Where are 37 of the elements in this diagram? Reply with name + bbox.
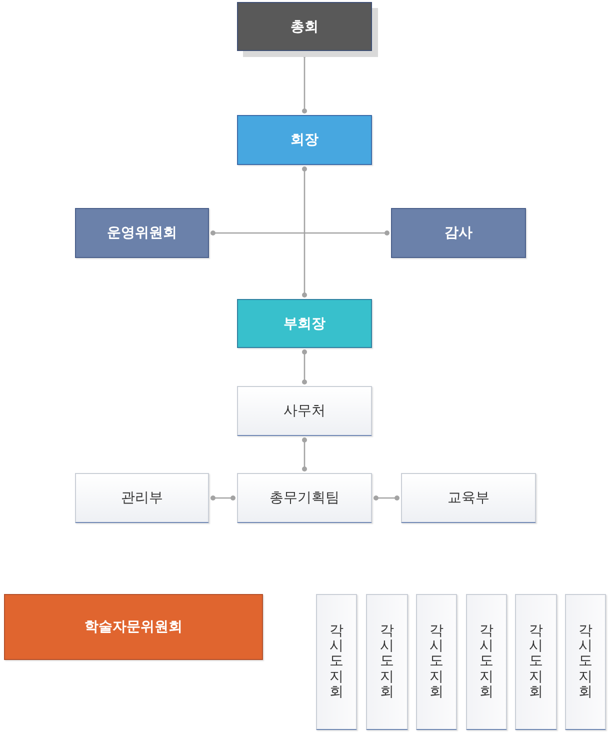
- box-label: 각시도지회: [529, 624, 543, 700]
- box-label: 운영위원회: [107, 224, 177, 242]
- branch-box: [515, 594, 557, 730]
- org-box: [237, 473, 372, 523]
- connector-line: [302, 350, 307, 384]
- org-box: [391, 208, 526, 258]
- connector-line: [374, 496, 400, 500]
- connector-line: [210, 496, 236, 500]
- org-box: [75, 208, 209, 258]
- branch-box: [416, 594, 457, 730]
- box-label: 회장: [290, 131, 318, 149]
- box-label: 총회: [290, 18, 318, 36]
- box-label: 각시도지회: [480, 624, 494, 700]
- branch-box: [316, 594, 357, 730]
- connector-line: [210, 230, 390, 236]
- box-label: 학술자문위원회: [84, 618, 182, 636]
- box-label: 각시도지회: [430, 624, 444, 700]
- org-box: [237, 299, 372, 348]
- org-box: [4, 594, 263, 660]
- org-box: [237, 115, 372, 165]
- connector-line: [302, 438, 307, 472]
- box-label: 각시도지회: [578, 624, 592, 700]
- connector-line: [302, 166, 307, 298]
- box-label: 사무처: [284, 402, 326, 420]
- box-label: 관리부: [121, 489, 163, 507]
- org-box: [401, 473, 536, 523]
- box-label: 감사: [444, 224, 472, 242]
- box-label: 부회장: [284, 314, 326, 332]
- box-label: 각시도지회: [380, 624, 394, 700]
- box-label: 교육부: [448, 489, 490, 507]
- branch-box: [565, 594, 606, 730]
- box-label: 총무기획팀: [270, 489, 340, 507]
- branch-box: [366, 594, 408, 730]
- org-box: [237, 386, 372, 436]
- org-box: [75, 473, 209, 523]
- branch-box: [466, 594, 507, 730]
- box-label: 각시도지회: [330, 624, 344, 700]
